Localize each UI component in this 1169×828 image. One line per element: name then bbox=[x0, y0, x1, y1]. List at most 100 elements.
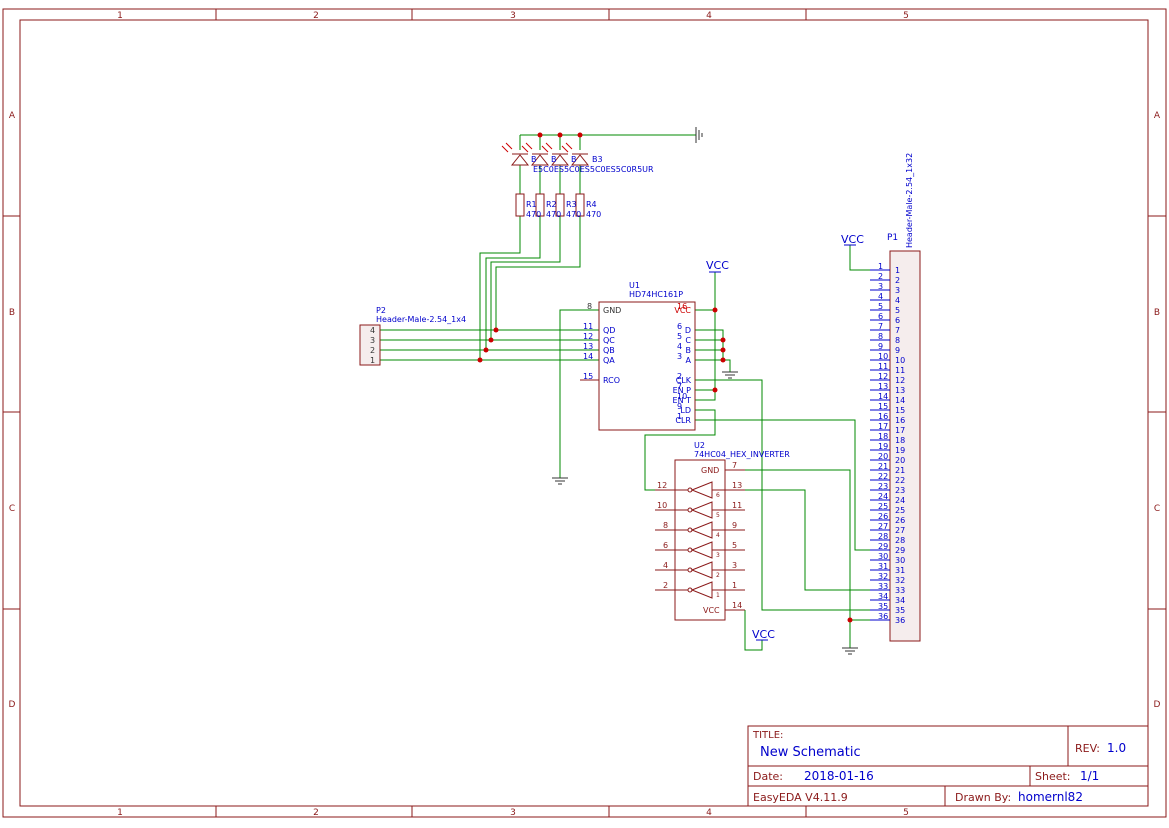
p1-pin-number: 33 bbox=[878, 582, 888, 591]
resistor-value: 470 bbox=[546, 210, 561, 219]
frame-row-label: A bbox=[9, 111, 16, 121]
u2-gate-unit: 1 bbox=[716, 592, 720, 599]
p1-pin-name: 25 bbox=[895, 506, 905, 515]
p1-pin-number: 13 bbox=[878, 382, 888, 391]
frame-col-label: 2 bbox=[313, 808, 319, 818]
u2-gate-unit: 4 bbox=[716, 532, 720, 539]
p1-pin-number: 28 bbox=[878, 532, 888, 541]
p1-pin-name: 33 bbox=[895, 586, 905, 595]
drawn-by-label: Drawn By: bbox=[955, 791, 1011, 804]
u1-part: HD74HC161P bbox=[629, 290, 683, 299]
u2-gate-in: 2 bbox=[663, 581, 668, 590]
svg-text:VCC: VCC bbox=[752, 628, 775, 641]
p2-pin: 3 bbox=[370, 336, 375, 345]
p1-pin-name: 1 bbox=[895, 266, 900, 275]
u1-pin-num: 8 bbox=[587, 302, 592, 311]
frame-col-label: 1 bbox=[117, 808, 123, 818]
u2-ref: U2 bbox=[694, 441, 705, 450]
p2-pin: 2 bbox=[370, 346, 375, 355]
u1-pin-num: 3 bbox=[677, 352, 682, 361]
p1-ref: P1 bbox=[887, 233, 898, 243]
u1-pin-num: 11 bbox=[583, 322, 593, 331]
title-value: New Schematic bbox=[760, 745, 861, 760]
p1-pin-number: 21 bbox=[878, 462, 888, 471]
u1-pin-num: 13 bbox=[583, 342, 593, 351]
p1-pin-name: 22 bbox=[895, 476, 905, 485]
u2-vcc-label: VCC bbox=[703, 606, 720, 615]
led-ref: B bbox=[571, 155, 577, 164]
u1-pin-name: QD bbox=[603, 326, 615, 335]
p2-pin: 1 bbox=[370, 356, 375, 365]
p1-pin-name: 30 bbox=[895, 556, 905, 565]
p1-header: P1 Header-Male-2.54_1x32 bbox=[887, 153, 921, 642]
p1-pin-number: 25 bbox=[878, 502, 888, 511]
u1-pin-name: VCC bbox=[674, 306, 691, 315]
p1-pin-number: 11 bbox=[878, 362, 888, 371]
date-value: 2018-01-16 bbox=[804, 769, 874, 783]
frame-row-label: D bbox=[9, 700, 16, 710]
sheet-label: Sheet: bbox=[1035, 770, 1071, 783]
resistor-value: 470 bbox=[526, 210, 541, 219]
ground-symbol bbox=[695, 127, 703, 143]
title-label: TITLE: bbox=[752, 730, 783, 741]
p1-pin-number: 20 bbox=[878, 452, 888, 461]
u2-gate-in: 10 bbox=[657, 501, 667, 510]
p1-pin-name: 36 bbox=[895, 616, 905, 625]
p1-pin-number: 10 bbox=[878, 352, 888, 361]
p1-pin-number: 32 bbox=[878, 572, 888, 581]
p1-pin-name: 23 bbox=[895, 486, 905, 495]
u1-pin-name: QB bbox=[603, 346, 615, 355]
wires bbox=[380, 134, 890, 651]
u1-pin-name: C bbox=[685, 336, 691, 345]
led-ref: B3 bbox=[592, 155, 603, 164]
u2-gate-out: 11 bbox=[732, 501, 742, 510]
resistor-value: 470 bbox=[586, 210, 601, 219]
p1-pin-number: 24 bbox=[878, 492, 888, 501]
u2-gate-in: 4 bbox=[663, 561, 668, 570]
u1-ref: U1 bbox=[629, 281, 640, 290]
tool-version: EasyEDA V4.11.9 bbox=[753, 791, 848, 804]
vcc-flag: VCC bbox=[841, 233, 864, 246]
u1-pin-num: 5 bbox=[677, 332, 682, 341]
p1-pin-name: 32 bbox=[895, 576, 905, 585]
ground-symbol bbox=[552, 477, 568, 485]
p1-pin-number: 26 bbox=[878, 512, 888, 521]
u1-pin-name: EN P bbox=[673, 386, 692, 395]
p1-pin-name: 7 bbox=[895, 326, 900, 335]
p2-header: P2 Header-Male-2.54_1x4 4 3 2 1 bbox=[359, 306, 466, 366]
u1-pin-num: 15 bbox=[583, 372, 593, 381]
u1-pin-num: 7 bbox=[677, 382, 682, 391]
p1-pin-number: 15 bbox=[878, 402, 888, 411]
frame-row-label: A bbox=[1154, 111, 1161, 121]
u1-pin-num: 9 bbox=[677, 402, 682, 411]
u2-gate-out: 9 bbox=[732, 521, 737, 530]
sheet-value: 1/1 bbox=[1080, 769, 1099, 783]
vcc-flag: VCC bbox=[706, 259, 729, 273]
date-label: Date: bbox=[753, 770, 783, 783]
resistor-ref: R3 bbox=[566, 200, 577, 209]
p1-pin-name: 5 bbox=[895, 306, 900, 315]
u1-pin-name: A bbox=[686, 356, 692, 365]
p1-pin-name: 10 bbox=[895, 356, 905, 365]
p1-pin-number: 6 bbox=[878, 312, 883, 321]
resistor-ref: R2 bbox=[546, 200, 557, 209]
p1-pin-number: 29 bbox=[878, 542, 888, 551]
p1-pin-name: 29 bbox=[895, 546, 905, 555]
rev-value: 1.0 bbox=[1107, 741, 1126, 755]
u2-gate-out: 13 bbox=[732, 481, 742, 490]
p1-pin-name: 34 bbox=[895, 596, 905, 605]
frame-col-label: 4 bbox=[706, 11, 712, 21]
u2-gate-unit: 2 bbox=[716, 572, 720, 579]
u2-part: 74HC04_HEX_INVERTER bbox=[694, 450, 790, 459]
p1-pin-number: 5 bbox=[878, 302, 883, 311]
p1-pin-name: 8 bbox=[895, 336, 900, 345]
u1-pin-num: 4 bbox=[677, 342, 682, 351]
p1-pin-number: 14 bbox=[878, 392, 888, 401]
u2-gate-in: 12 bbox=[657, 481, 667, 490]
u2-gnd-label: GND bbox=[701, 466, 719, 475]
u2-gnd-pin: 7 bbox=[732, 461, 737, 470]
drawn-by-value: homernl82 bbox=[1018, 790, 1083, 804]
p1-pin-number: 30 bbox=[878, 552, 888, 561]
p1-pin-number: 31 bbox=[878, 562, 888, 571]
u1-pin-name: GND bbox=[603, 306, 621, 315]
